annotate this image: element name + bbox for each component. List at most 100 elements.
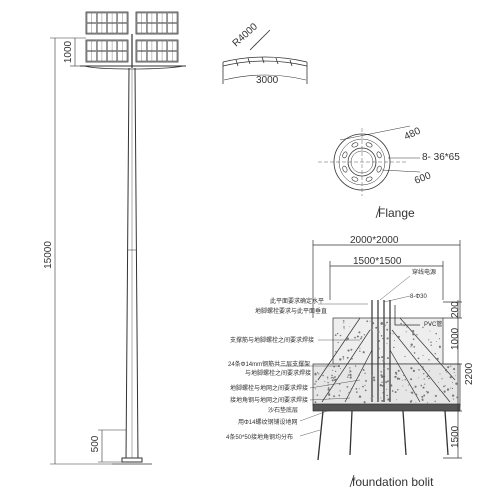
aggregate-dot <box>386 388 388 390</box>
aggregate-dot <box>314 373 317 376</box>
flange-diameter-label: 600 <box>413 170 433 187</box>
aggregate-dot <box>333 395 336 398</box>
aggregate-dot <box>330 377 332 379</box>
aggregate-dot <box>339 334 342 337</box>
aggregate-dot <box>447 366 450 369</box>
aggregate-dot <box>410 378 413 381</box>
aggregate-dot <box>436 357 439 360</box>
aggregate-dot <box>363 401 366 404</box>
aggregate-dot <box>328 393 331 396</box>
aggregate-dot <box>365 379 367 382</box>
aggregate-dot <box>360 337 362 340</box>
aggregate-dot <box>339 368 341 370</box>
pvc-label: PVC管 <box>424 320 442 328</box>
aggregate-dot <box>372 376 376 379</box>
aggregate-dot <box>333 365 336 368</box>
pole-height-label: 15000 <box>43 241 54 269</box>
aggregate-dot <box>410 346 412 348</box>
aggregate-dot <box>386 357 389 360</box>
aggregate-dot <box>356 335 359 338</box>
aggregate-dot <box>409 383 410 385</box>
aggregate-dot <box>316 372 319 374</box>
aggregate-dot <box>408 384 410 386</box>
aggregate-dot <box>421 395 424 398</box>
aggregate-dot <box>387 368 389 370</box>
aggregate-dot <box>430 344 432 346</box>
aggregate-dot <box>362 368 365 371</box>
aggregate-dot <box>412 338 415 341</box>
aggregate-dot <box>315 380 317 383</box>
aggregate-dot <box>370 397 373 400</box>
aggregate-dot <box>392 333 394 335</box>
aggregate-dot <box>441 378 443 380</box>
flange-caption: Flange <box>378 206 415 220</box>
aggregate-dot <box>409 391 411 393</box>
arc-detail <box>222 29 308 84</box>
aggregate-dot <box>371 375 373 377</box>
aggregate-dot <box>390 332 392 334</box>
aggregate-dot <box>423 394 426 397</box>
aggregate-dot <box>400 322 402 325</box>
bolt-hole <box>342 165 348 173</box>
aggregate-dot <box>450 387 452 389</box>
aggregate-dot <box>334 370 337 373</box>
aggregate-dot <box>355 388 358 390</box>
aggregate-dot <box>386 343 388 345</box>
aggregate-dot <box>453 372 455 374</box>
aggregate-dot <box>378 356 381 359</box>
flange-bolt-circle-label: 480 <box>403 126 423 143</box>
aggregate-dot <box>342 356 345 358</box>
aggregate-dot <box>405 331 407 333</box>
aggregate-dot <box>412 369 415 372</box>
aggregate-dot <box>457 366 459 367</box>
flange-holes-label: 8- 36*65 <box>422 152 460 163</box>
aggregate-dot <box>414 385 417 388</box>
aggregate-dot <box>381 375 384 378</box>
aggregate-dot <box>358 335 360 337</box>
aggregate-dot <box>383 368 385 369</box>
aggregate-dot <box>358 331 361 334</box>
aggregate-dot <box>372 322 375 325</box>
aggregate-dot <box>410 367 413 370</box>
aggregate-dot <box>397 388 399 391</box>
aggregate-dot <box>429 323 432 326</box>
aggregate-dot <box>451 381 453 383</box>
dim-200: 200 <box>450 301 461 318</box>
aggregate-dot <box>410 343 413 346</box>
aggregate-dot <box>327 387 330 389</box>
aggregate-dot <box>404 355 406 358</box>
aggregate-dot <box>332 369 334 371</box>
aggregate-dot <box>381 399 384 402</box>
aggregate-dot <box>391 390 394 392</box>
note: 支撑筋与地脚螺栓之间要求焊接 <box>230 336 314 344</box>
aggregate-dot <box>338 383 341 385</box>
aggregate-dot <box>428 359 430 361</box>
lamp-panels <box>85 11 179 63</box>
aggregate-dot <box>337 341 339 344</box>
note: 24条Φ14mm钢筋共三层支撑架 <box>228 360 310 368</box>
aggregate-dot <box>327 381 329 384</box>
aggregate-dot <box>346 386 349 388</box>
aggregate-dot <box>439 373 441 375</box>
aggregate-dot <box>428 339 430 341</box>
aggregate-dot <box>402 385 404 387</box>
aggregate-dot <box>351 388 353 390</box>
aggregate-dot <box>424 383 426 385</box>
aggregate-dot <box>421 398 424 401</box>
aggregate-dot <box>413 346 416 348</box>
aggregate-dot <box>318 373 320 375</box>
aggregate-dot <box>436 341 438 343</box>
bolt-hole <box>351 142 359 148</box>
aggregate-dot <box>380 397 382 399</box>
aggregate-dot <box>347 374 350 376</box>
dim-1500: 1500 <box>450 425 461 448</box>
aggregate-dot <box>346 356 349 359</box>
aggregate-dot <box>446 388 450 391</box>
aggregate-dot <box>348 391 351 394</box>
aggregate-dot <box>428 377 430 380</box>
flange-bolt-holes <box>342 142 382 182</box>
aggregate-dot <box>422 368 424 371</box>
aggregate-dot <box>418 377 420 379</box>
aggregate-dot <box>327 384 329 386</box>
